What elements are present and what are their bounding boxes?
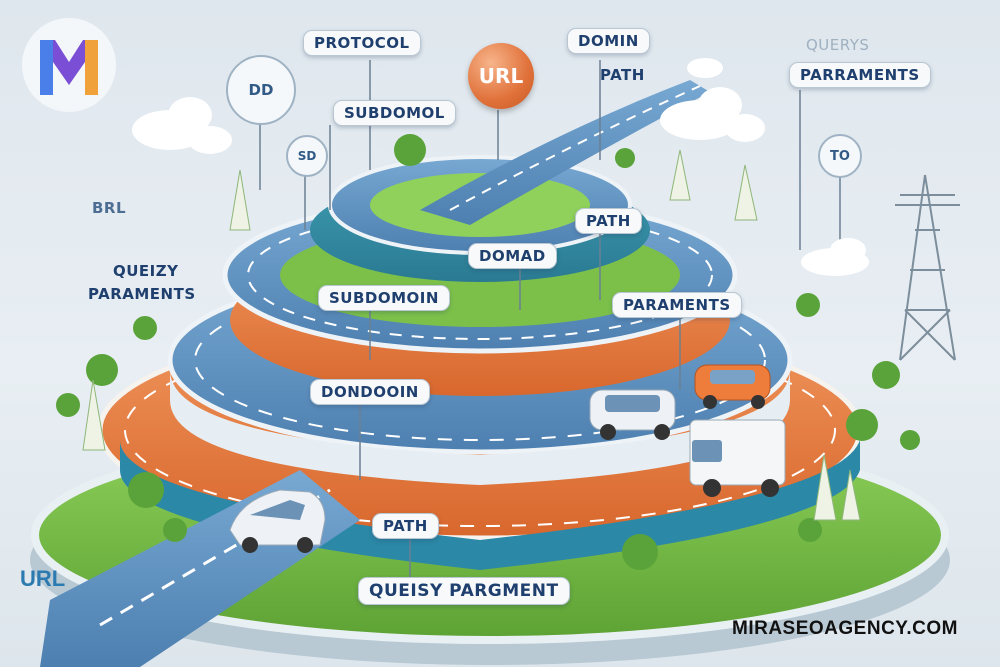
- site-footer-text[interactable]: MIRASEOAGENCY.COM: [732, 618, 958, 639]
- label-subdomol: SUBDOMOL: [333, 100, 456, 126]
- label-dondooin: DONDOOIN: [310, 379, 430, 405]
- clouds: [132, 58, 869, 276]
- url-corner-label: URL: [20, 566, 66, 591]
- van-white: [689, 419, 786, 497]
- to-badge: TO: [818, 134, 862, 178]
- top-ramp: [420, 80, 710, 225]
- label-path-mid: PATH: [575, 208, 642, 234]
- sd-badge: SD: [286, 135, 328, 177]
- label-paraments-left: PARAMENTS: [88, 285, 196, 303]
- url-ball: URL: [468, 43, 534, 109]
- label-queisy-pargment: QUEISY PARGMENT: [358, 577, 570, 605]
- label-subdomoin: SUBDOMOIN: [318, 285, 450, 311]
- car-white-sedan: [229, 489, 326, 553]
- trees: [56, 134, 920, 570]
- cypress-trees: [82, 149, 861, 521]
- power-tower: [895, 174, 960, 361]
- label-path-bottom: PATH: [372, 513, 439, 539]
- label-protocol: PROTOCOL: [303, 30, 421, 56]
- car-orange: [694, 364, 771, 409]
- label-parraments: PARRAMENTS: [789, 62, 931, 88]
- label-paraments-right: PARAMENTS: [612, 292, 742, 318]
- label-queizy: QUEIZY: [113, 262, 179, 280]
- label-path-top: PATH: [600, 66, 645, 84]
- label-domad: DOMAD: [468, 243, 557, 269]
- car-white-hatchback: [589, 389, 676, 440]
- dd-badge: DD: [226, 55, 296, 125]
- label-domin: DOMIN: [567, 28, 650, 54]
- label-querys-faded: QUERYS: [806, 36, 870, 54]
- logo-m-mark: [40, 40, 98, 95]
- label-brl: BRL: [92, 199, 127, 217]
